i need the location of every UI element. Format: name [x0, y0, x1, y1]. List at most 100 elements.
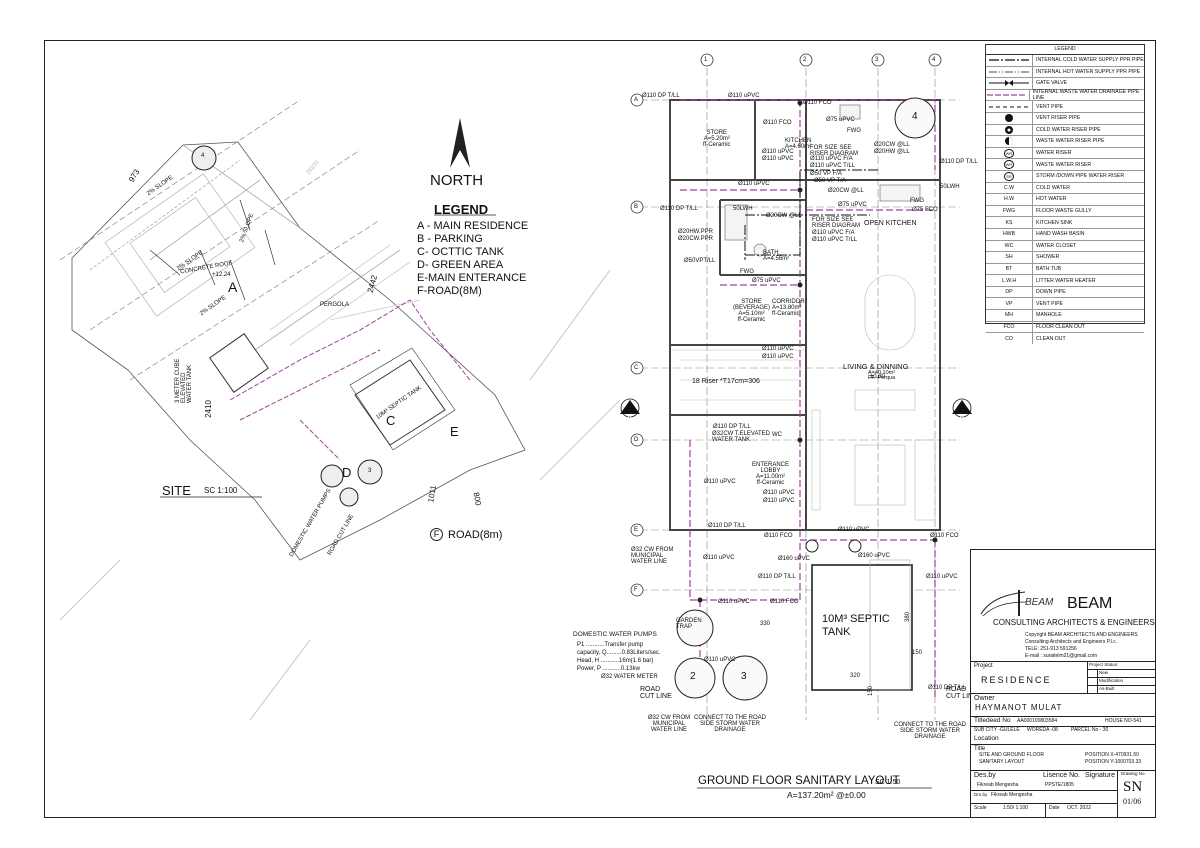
licence-number: PPSTE/1805 [1045, 782, 1074, 788]
grid-col-label: 1 [704, 57, 708, 63]
pipe-label: Ø110 uPVC [762, 149, 794, 155]
room-area: A=11.00m² [755, 474, 786, 480]
site-pergola: PERGOLA [320, 302, 350, 308]
logo-text: BEAM [1025, 597, 1054, 608]
desby-name: Fikreab Mengesha [977, 782, 1019, 788]
owner-label: Owner [974, 695, 995, 702]
fixture-fwg: FWG [910, 198, 924, 204]
pipe-label: Ø110 uPVC [762, 346, 794, 352]
room-store: STORE A=5.20m² ff-Ceramic [703, 130, 731, 148]
tree-number: 4 [912, 111, 918, 122]
pump-spec: Power, P ...........0.13kw [577, 666, 640, 672]
room-name: KITCHEN [785, 138, 812, 144]
site-title: SITE [162, 483, 191, 498]
pump-spec: Head, H ...........16m(1.6 bar) [577, 658, 654, 664]
room-sub: (BEVERAGE) [733, 305, 771, 311]
room-area: A=5.20m² [703, 136, 730, 142]
plan-scale: SC 1:50 [875, 779, 901, 786]
pipe-label: Ø75 uPVC [826, 117, 855, 123]
pump-spec: capacity, Q.........0.83Liters/sec. [577, 650, 661, 656]
status-table: New Modification As-Built [1087, 669, 1155, 693]
legend-row: COLD WATER RISER PIPE [986, 124, 1144, 137]
section-marker-left: A [627, 413, 633, 422]
pipe-label: Ø110 uPVC F/A [812, 230, 855, 236]
legend-row: GATE VALVE [986, 78, 1144, 90]
house-number: HOUSE NO-541 [1105, 718, 1142, 724]
room-name: CORRIDOR [772, 299, 805, 305]
site-tree-number: 4 [201, 153, 205, 159]
pipe-label: Ø110 DP T/LL [758, 574, 796, 580]
plan-area: A=137.20m² @±0.00 [787, 790, 866, 800]
beam-logo-icon [980, 590, 1028, 617]
septic-dim: 380 [905, 611, 912, 623]
room-entrance-lobby: ENTERANCE LOBBY A=11.00m² ff-Ceramic [752, 462, 789, 486]
pipe-label: Ø110 uPVC [728, 93, 760, 99]
room-name: STORE [706, 130, 728, 136]
consulting: Consulting Architects and Engineers P.l.… [1025, 639, 1118, 645]
date-label: Date [1049, 805, 1060, 811]
pipe-label: Ø50 VP F/A [810, 171, 842, 177]
room-finish: ff-Ceramic [756, 480, 785, 486]
room-area: A=5.10m² [738, 311, 765, 317]
site-label-c: C [386, 413, 396, 428]
grid-col-label: 4 [932, 57, 936, 63]
bottom-note-storm: CONNECT TO THE ROAD SIDE STORM WATER DRA… [894, 722, 966, 740]
pipe-label: Ø110 DP T/LL [928, 685, 966, 691]
legend-title: LEGEND [986, 45, 1144, 55]
desby-label: Des.by [974, 772, 996, 779]
road-label: ROAD(8m) [448, 529, 503, 541]
grid-row-label: E [634, 527, 639, 533]
pipe-label: Ø75 FCO [912, 207, 938, 213]
project-label: Project [974, 663, 993, 669]
site-scale: SC 1:100 [204, 486, 238, 495]
grid-col-label: 2 [803, 57, 807, 63]
pipe-label: Ø160 uPVC [778, 556, 811, 562]
date-value: OCT. 2022 [1067, 805, 1091, 811]
grid-row-label: D [634, 437, 639, 443]
title-label: Title [974, 746, 986, 752]
site-legend-item: D- GREEN AREA [417, 259, 504, 271]
pipe-label: Ø110 FCO [763, 120, 792, 126]
pipe-label: Ø110 DP T/LL [940, 159, 978, 165]
title-block: BEAM BEAM CONSULTING ARCHITECTS & ENGINE… [970, 549, 1156, 818]
drawing-sheet-border [44, 40, 1156, 818]
pipe-label: Ø110 DP T/LL [642, 93, 680, 99]
room-name: LIVING & DINNING [843, 362, 909, 371]
drnby-name: Fikreab Mengesha [991, 792, 1033, 798]
pipe-riser-note: FOR SIZE SEE RISER DIAGRAM [810, 145, 859, 157]
fixture-fwg: FWG [847, 128, 861, 134]
site-elevated-tank: 3 METER CUBE ELEVATED WATER TANK [175, 358, 193, 403]
pipe-label: Ø110 FCO [764, 533, 793, 539]
plan-title: GROUND FLOOR SANITARY LAYOUT [698, 775, 900, 787]
pipe-label: Ø110 uPVC [704, 479, 736, 485]
pipe-label: Ø32CW T.ELEVATED WATER TANK [712, 431, 771, 443]
grid-row-label: F [634, 587, 638, 593]
drawing-label: Drawing No. [1121, 771, 1146, 776]
room-finish: FF.-Perqua [868, 375, 896, 381]
company-full: CONSULTING ARCHITECTS & ENGINEERS [993, 618, 1155, 627]
pipe-label: Ø110 uPVC F/A [810, 156, 853, 162]
fixture-fwg: FWG [740, 269, 754, 275]
site-legend-item: A - MAIN RESIDENCE [417, 220, 529, 232]
status-asbuilt: As-Built [1087, 685, 1155, 693]
septic-tank-label: 10M³ SEPTIC TANK [822, 613, 890, 638]
drawing-code: SN [1123, 779, 1143, 795]
tree-number: 2 [690, 671, 696, 682]
site-label-a: A [228, 279, 238, 295]
stairs-note: 18 Riser *T17cm=306 [692, 378, 760, 385]
pipe-label: Ø110 uPVC [718, 599, 750, 605]
pipe-label: Ø110 uPVC [763, 490, 795, 496]
drawing-number: 01/06 [1123, 797, 1142, 806]
pipe-label: Ø20CW @LL [874, 142, 910, 148]
subcity: SUB CITY -GULELE [974, 727, 1020, 733]
legend-row: WASTE WATER RISER PIPE [986, 136, 1144, 148]
north-arrow-icon [450, 118, 470, 168]
licence-label: Lisence No. [1043, 772, 1080, 779]
pipe-label: Ø20HW @LL [874, 149, 910, 155]
